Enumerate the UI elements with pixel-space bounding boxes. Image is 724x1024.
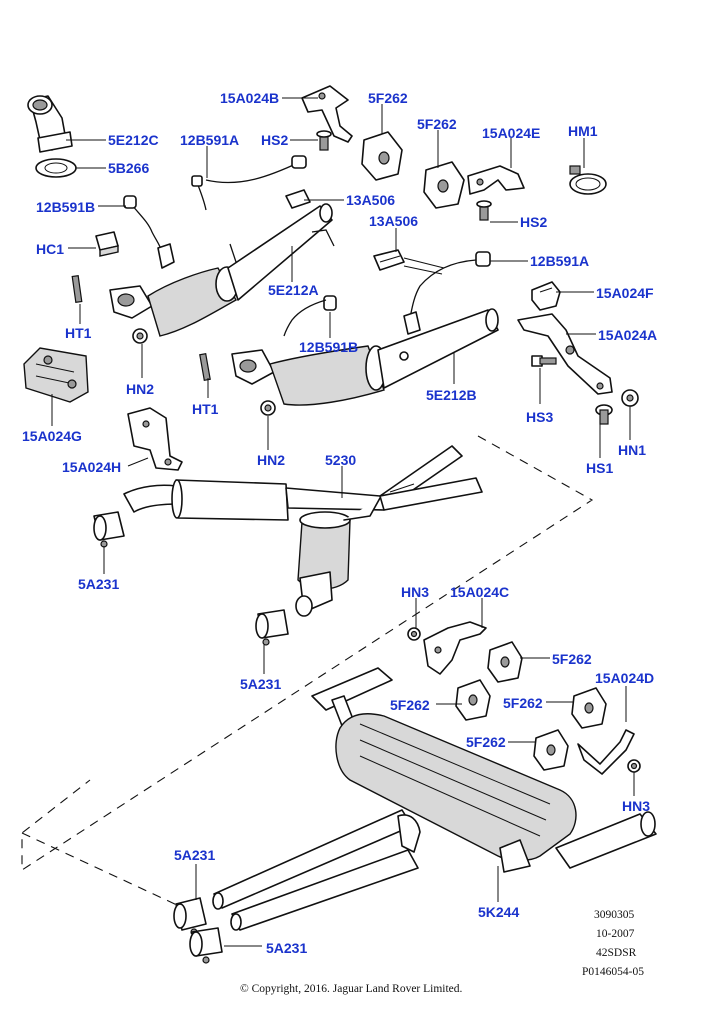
callout-HN1: HN1 (618, 442, 647, 458)
callout-15A024C: 15A024C (450, 584, 510, 600)
rear-silencer-5K244 (212, 667, 657, 931)
callout-HT1: HT1 (65, 325, 92, 341)
reference-code: 3090305 (594, 909, 635, 921)
bracket-15A024H (127, 407, 183, 471)
isolator-5F262-b (423, 161, 465, 209)
callout-HN2: HN2 (257, 452, 286, 468)
callout-HM1: HM1 (568, 123, 598, 139)
callout-5A231: 5A231 (174, 847, 216, 863)
oxygen-sensor-12B591B-left (123, 195, 175, 269)
callout-HN2: HN2 (126, 381, 155, 397)
callout-HS2: HS2 (520, 214, 548, 230)
callout-5A231: 5A231 (266, 940, 308, 956)
reference-date: 10-2007 (596, 928, 635, 940)
callout-5230: 5230 (325, 452, 357, 468)
isolator-5F262-c (487, 641, 523, 683)
callout-12B591B: 12B591B (36, 199, 96, 215)
bolt-HS3 (531, 355, 557, 367)
callout-5E212A: 5E212A (268, 282, 319, 298)
callout-15A024G: 15A024G (22, 428, 82, 444)
callout-5E212B: 5E212B (426, 387, 477, 403)
bolt-HS2-lower (476, 200, 492, 221)
nut-HN2-upper (132, 328, 148, 344)
front-pipe-5E212A (109, 203, 335, 337)
callout-12B591A: 12B591A (180, 132, 240, 148)
isolator-5F262-a (361, 131, 403, 181)
connector-13A506-middle (373, 249, 405, 271)
connector-13A506-upper (285, 189, 311, 209)
callout-15A024E: 15A024E (482, 125, 541, 141)
clamp-5A231-c (173, 897, 207, 936)
front-pipe-5E212B (231, 308, 499, 406)
clamp-5A231-b (255, 609, 289, 646)
reference-model: 42SDSR (596, 947, 637, 959)
connector-HC1 (95, 231, 119, 257)
nut-HN3-upper (407, 627, 421, 641)
callout-15A024D: 15A024D (595, 670, 655, 686)
isolator-5F262-d (455, 679, 491, 721)
callout-5B266: 5B266 (108, 160, 150, 176)
bolt-HS2-upper (316, 130, 332, 151)
stud-HT1-lower (199, 352, 211, 382)
callout-5F262: 5F262 (368, 90, 408, 106)
oxygen-sensor-12B591A-right (403, 251, 491, 335)
oxygen-sensor-12B591A-upper (191, 155, 307, 211)
copyright-notice: © Copyright, 2016. Jaguar Land Rover Lim… (240, 983, 463, 995)
clamp-5A231-a (93, 511, 125, 548)
stud-HT1-upper (71, 275, 83, 303)
down-pipe-5E212C (27, 95, 73, 153)
callout-HN3: HN3 (622, 798, 651, 814)
callout-5F262: 5F262 (552, 651, 592, 667)
leader-lines (51, 97, 635, 947)
callout-12B591B: 12B591B (299, 339, 359, 355)
hose-clamp-HM1 (569, 165, 607, 195)
bracket-15A024E (467, 165, 525, 195)
bracket-15A024G (23, 347, 89, 403)
reference-illustration-id: P0146054-05 (582, 966, 644, 978)
callout-15A024A: 15A024A (598, 327, 658, 343)
callout-13A506: 13A506 (346, 192, 396, 208)
bracket-15A024C (423, 621, 487, 675)
callout-12B591A: 12B591A (530, 253, 590, 269)
callout-5F262: 5F262 (503, 695, 543, 711)
callout-HS3: HS3 (526, 409, 554, 425)
callout-15A024H: 15A024H (62, 459, 122, 475)
bracket-15A024F (531, 281, 561, 311)
clamp-5A231-d (189, 927, 223, 964)
callout-5F262: 5F262 (466, 734, 506, 750)
isolator-5F262-e (571, 687, 607, 729)
callout-15A024B: 15A024B (220, 90, 280, 106)
callout-5A231: 5A231 (78, 576, 120, 592)
isolator-5F262-f (533, 729, 569, 771)
callout-13A506: 13A506 (369, 213, 419, 229)
bracket-15A024D (577, 729, 635, 775)
callout-5K244: 5K244 (478, 904, 520, 920)
callout-5F262: 5F262 (417, 116, 457, 132)
callout-HT1: HT1 (192, 401, 219, 417)
nut-HN1 (621, 389, 639, 407)
bracket-15A024A (517, 313, 613, 395)
bracket-15A024B (301, 85, 353, 143)
nut-HN3-lower (627, 759, 641, 773)
callout-5A231: 5A231 (240, 676, 282, 692)
callout-HS2: HS2 (261, 132, 289, 148)
intermediate-pipe-5230 (123, 445, 483, 617)
oxygen-sensor-12B591B-middle (283, 295, 337, 337)
callout-HN3: HN3 (401, 584, 430, 600)
callout-15A024F: 15A024F (596, 285, 654, 301)
bolt-HS1 (595, 404, 613, 425)
section-boundary (21, 435, 594, 919)
callout-5E212C: 5E212C (108, 132, 159, 148)
callout-HS1: HS1 (586, 460, 614, 476)
nut-HN2-lower (260, 400, 276, 416)
callout-5F262: 5F262 (390, 697, 430, 713)
callout-HC1: HC1 (36, 241, 65, 257)
gasket-5B266 (35, 158, 77, 178)
